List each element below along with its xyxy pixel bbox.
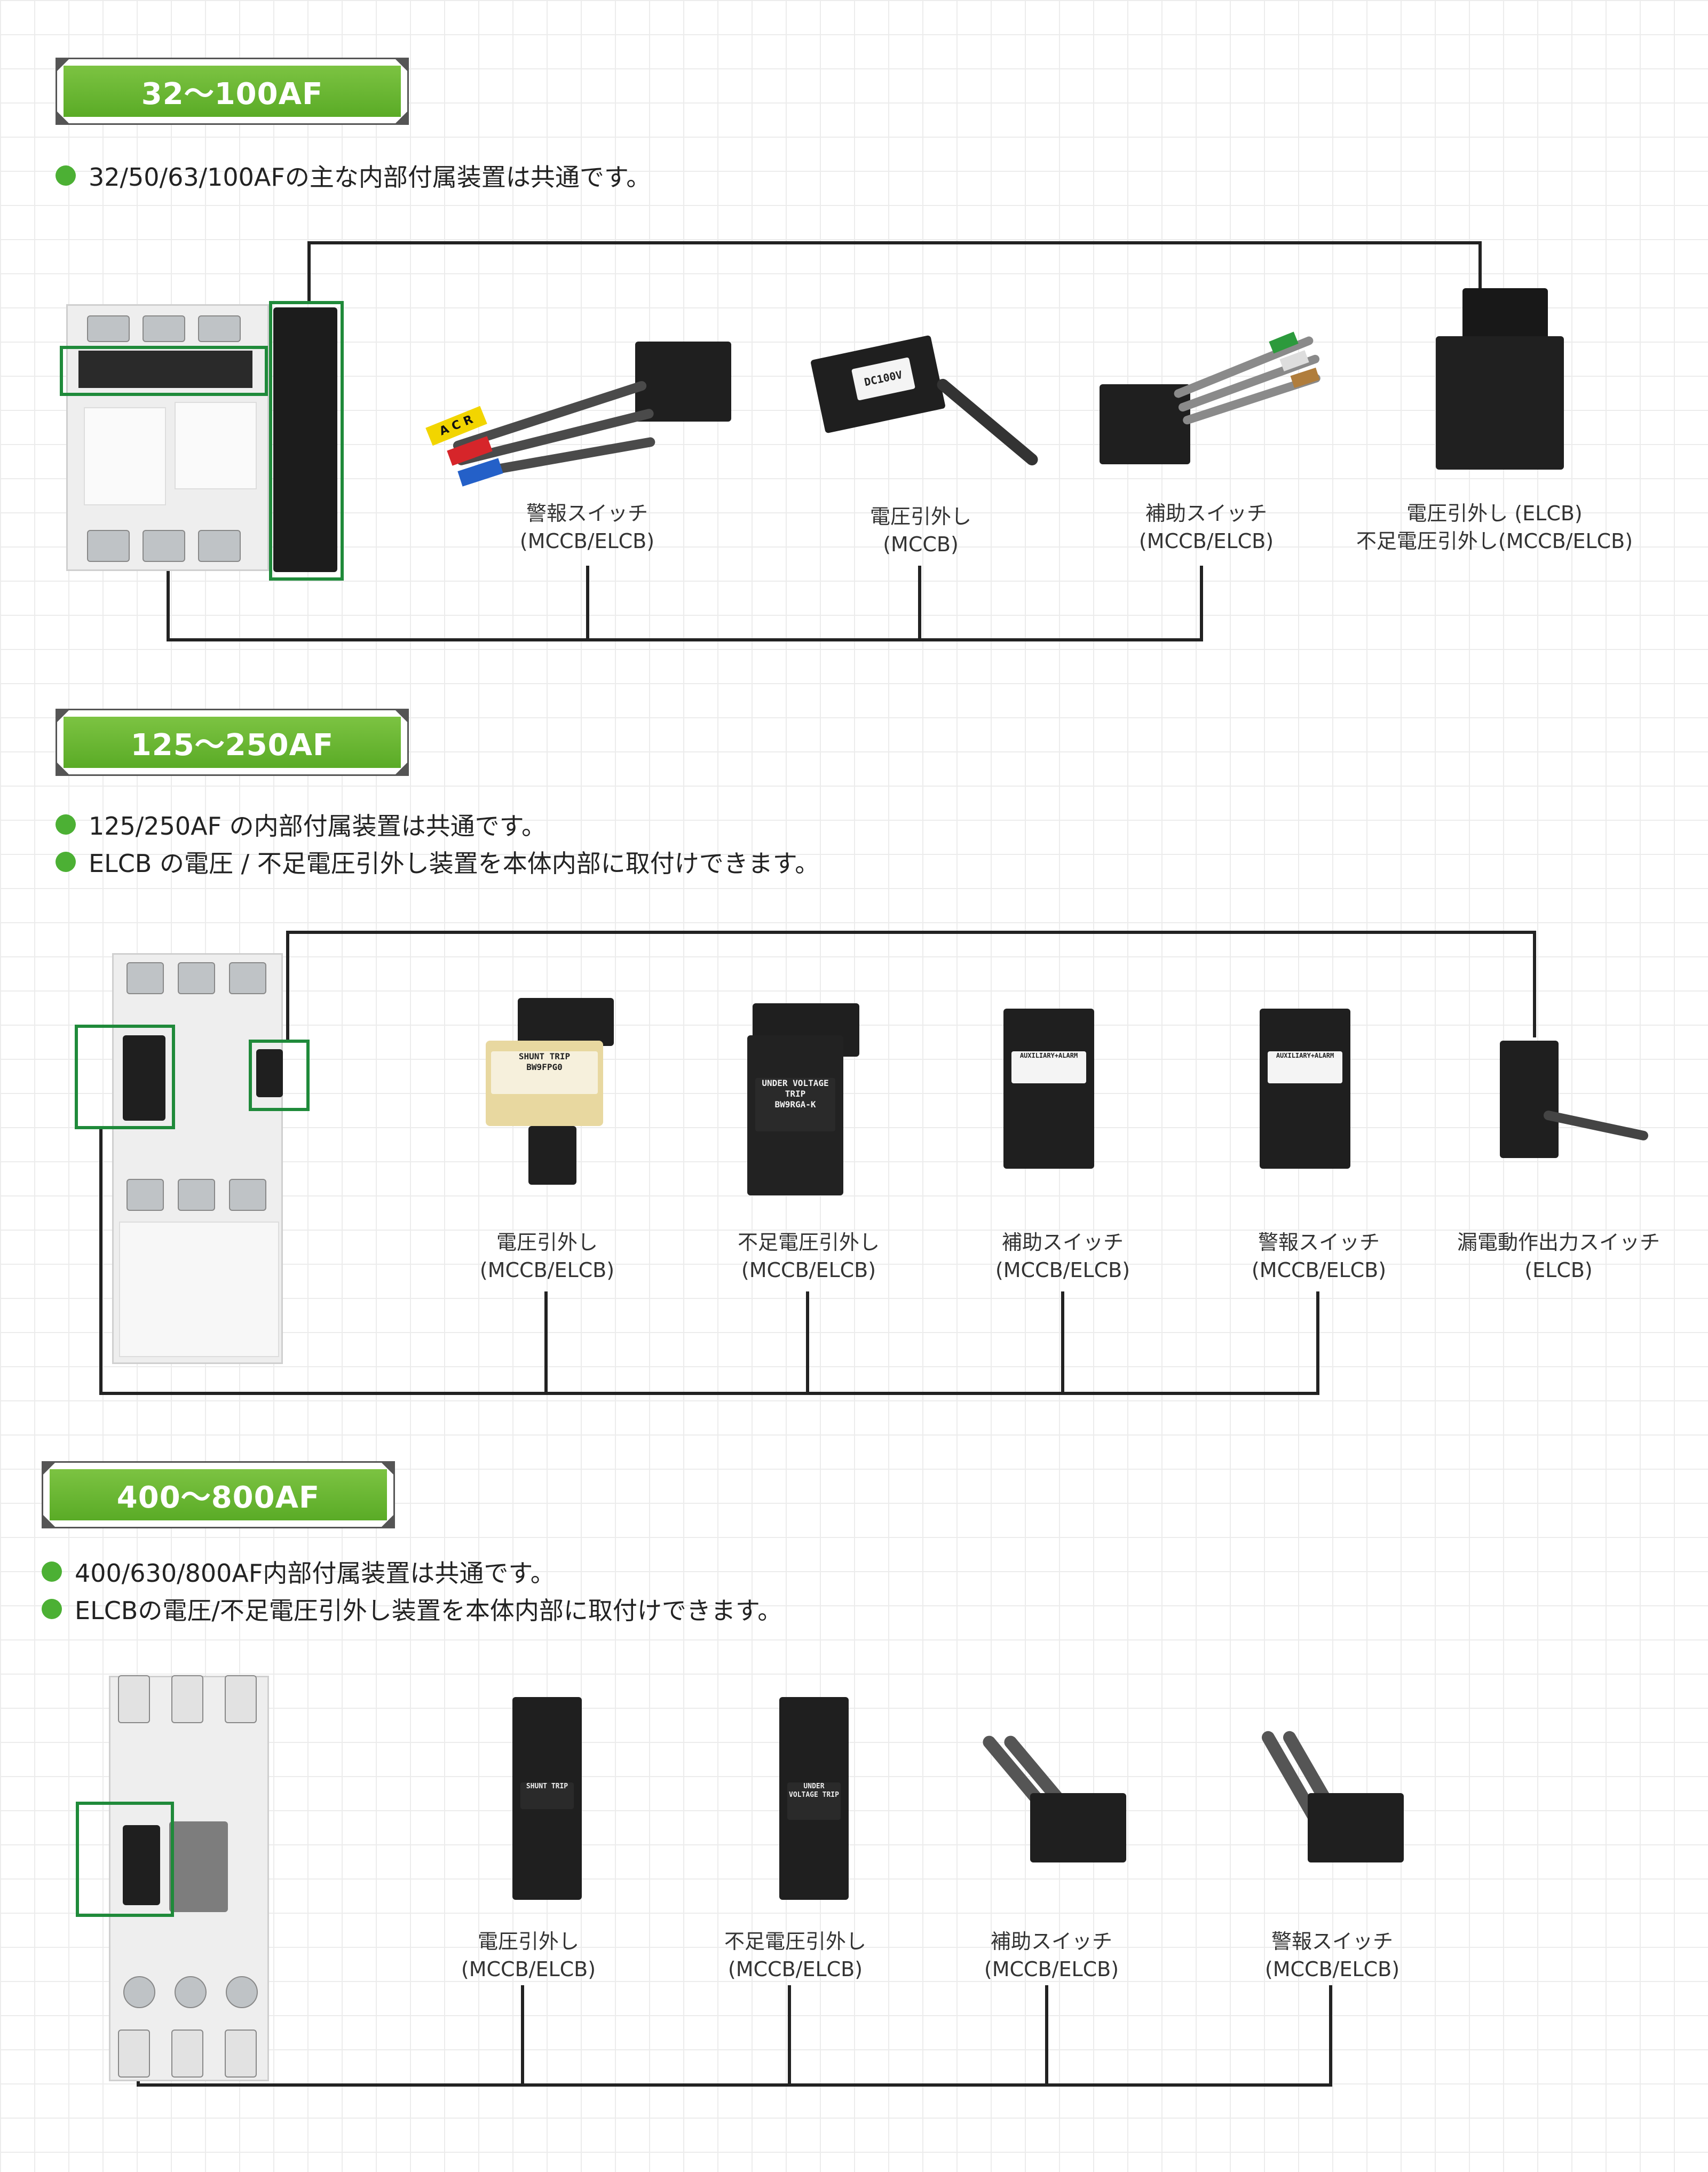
connector-line: [307, 241, 311, 304]
section-1-note-1: 32/50/63/100AFの主な内部付属装置は共通です。: [56, 158, 651, 193]
section-3-title: 400～800AF: [50, 1469, 387, 1520]
shunt-trip-3-image: SHUNT TRIP: [496, 1697, 592, 1921]
connector-line: [99, 1126, 102, 1395]
breaker-32-100af: [66, 304, 269, 571]
connector-line: [1045, 1985, 1048, 2087]
internal-module: [123, 1825, 160, 1905]
highlight-frame: [249, 1040, 310, 1111]
connector-line: [307, 241, 1482, 244]
label-under-voltage-trip-3: 不足電圧引外し(MCCB/ELCB): [724, 1930, 866, 1981]
section-2-header: 125～250AF: [56, 709, 409, 776]
elcb-voltage-trip-image: [1430, 288, 1569, 470]
section-3-note-1: 400/630/800AF内部付属装置は共通です。: [42, 1554, 555, 1589]
highlight-frame: [75, 1025, 175, 1129]
label-alarm-switch-3: 警報スイッチ(MCCB/ELCB): [1264, 1930, 1400, 1981]
shunt-trip-mark: SHUNT TRIP: [520, 1782, 574, 1809]
label-shunt-trip-2: 電圧引外し(MCCB/ELCB): [479, 1231, 615, 1282]
connector-line: [521, 1985, 524, 2087]
section-1-header: 32～100AF: [56, 58, 409, 125]
label-alarm-switch-2: 警報スイッチ(MCCB/ELCB): [1251, 1231, 1387, 1282]
breaker-125-250af: [112, 953, 283, 1364]
connector-line: [586, 566, 589, 641]
connector-line: [788, 1985, 791, 2087]
alarm-switch-3-image: [1238, 1729, 1409, 1878]
under-voltage-mark: UNDER VOLTAGE TRIP: [787, 1782, 841, 1820]
leakage-output-switch-image: [1489, 1041, 1649, 1179]
connector-line: [544, 1291, 548, 1395]
label-leakage-output-switch: 漏電動作出力スイッチ(ELCB): [1457, 1231, 1660, 1282]
side-module: [273, 307, 337, 572]
bullet-icon: [42, 1599, 62, 1619]
label-alarm-switch: 警報スイッチ(MCCB/ELCB): [519, 502, 655, 553]
label-elcb-voltage-trip: 電圧引外し (ELCB)不足電圧引外し(MCCB/ELCB): [1356, 502, 1633, 553]
aux-alarm-mark: AUXILIARY+ALARM: [1268, 1051, 1342, 1083]
auxiliary-switch-3-image: [961, 1733, 1132, 1878]
auxiliary-switch-image: [1094, 320, 1340, 480]
label-shunt-trip-3: 電圧引外し(MCCB/ELCB): [461, 1930, 596, 1981]
highlight-frame: [60, 346, 268, 396]
highlight-frame: [269, 301, 344, 581]
alarm-switch-image: A C R: [416, 336, 747, 496]
section-2-title: 125～250AF: [64, 717, 401, 768]
bullet-icon: [42, 1561, 62, 1582]
connector-line: [167, 638, 1203, 641]
connector-line: [918, 566, 921, 641]
connector-line: [286, 931, 289, 1043]
connector-line: [1061, 1291, 1064, 1395]
bullet-icon: [56, 165, 76, 186]
breaker-400-800af: [109, 1675, 269, 2081]
connector-line: [99, 1392, 1319, 1395]
connector-line: [1200, 566, 1203, 641]
under-voltage-trip-3-image: UNDER VOLTAGE TRIP: [763, 1697, 859, 1921]
section-3-note-2: ELCBの電圧/不足電圧引外し装置を本体内部に取付けできます。: [42, 1591, 782, 1627]
aux-alarm-mark: AUXILIARY+ALARM: [1011, 1051, 1086, 1083]
connector-line: [1533, 931, 1536, 1037]
shunt-trip-image: DC100V: [806, 335, 1041, 475]
label-auxiliary-switch-2: 補助スイッチ(MCCB/ELCB): [995, 1231, 1130, 1282]
connector-line: [806, 1291, 809, 1395]
bullet-icon: [56, 814, 76, 835]
connector-line: [1478, 241, 1482, 304]
connector-line: [167, 534, 170, 641]
internal-module: [256, 1049, 283, 1097]
connector-line: [1329, 1985, 1332, 2087]
section-2-note-1: 125/250AF の内部付属装置は共通です。: [56, 807, 546, 842]
auxiliary-switch-2-image: AUXILIARY+ALARM: [982, 1009, 1121, 1201]
bullet-icon: [56, 852, 76, 872]
alarm-switch-2-image: AUXILIARY+ALARM: [1238, 1009, 1377, 1201]
label-under-voltage-trip: 不足電圧引外し(MCCB/ELCB): [737, 1231, 880, 1282]
label-auxiliary-switch: 補助スイッチ(MCCB/ELCB): [1138, 502, 1274, 553]
section-3-header: 400～800AF: [42, 1461, 395, 1528]
connector-line: [1316, 1291, 1319, 1395]
highlight-frame: [76, 1802, 174, 1917]
internal-module: [123, 1035, 165, 1121]
connector-line: [137, 2083, 1332, 2087]
section-1-title: 32～100AF: [64, 66, 401, 117]
section-2-note-2: ELCB の電圧 / 不足電圧引外し装置を本体内部に取付けできます。: [56, 844, 819, 879]
label-shunt-trip: 電圧引外し(MCCB): [869, 505, 971, 556]
connector-line: [286, 931, 1536, 934]
label-auxiliary-switch-3: 補助スイッチ(MCCB/ELCB): [984, 1930, 1119, 1981]
